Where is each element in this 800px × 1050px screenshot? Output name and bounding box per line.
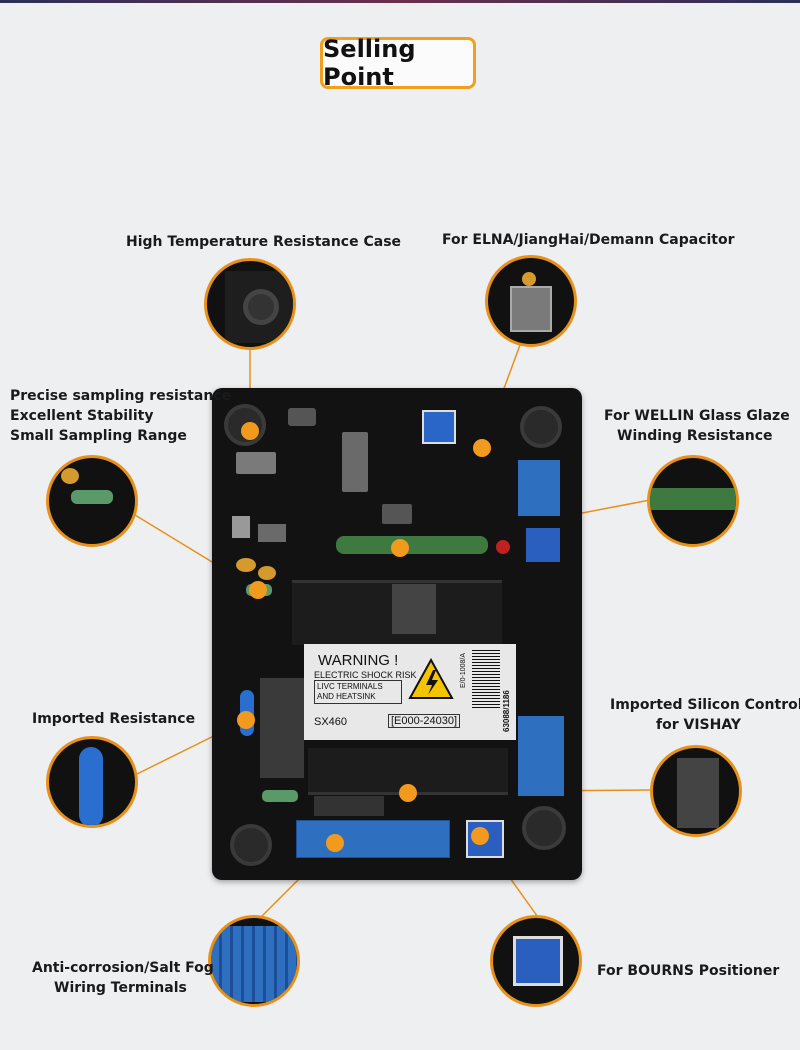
mounting-hole — [520, 406, 562, 448]
zoom-sampling-resistor — [71, 490, 113, 504]
label-sampling-1: Precise sampling resistance — [10, 388, 232, 404]
warning-model: SX460 — [314, 716, 348, 728]
barcode-code: E/0-1008/A — [460, 652, 467, 688]
shock-warning-icon — [408, 658, 454, 699]
zoom-glaze-resistor — [650, 488, 736, 510]
zoom-glaze — [647, 455, 739, 547]
label-glaze-1: For WELLIN Glass Glaze — [604, 408, 790, 424]
component — [236, 452, 276, 474]
circuit-board — [212, 388, 582, 880]
zoom-positioner-part — [513, 936, 563, 986]
label-sampling-2: Excellent Stability — [10, 408, 154, 424]
mounting-hole — [522, 806, 566, 850]
label-positioner: For BOURNS Positioner — [597, 963, 780, 979]
marker-dot-sampling — [249, 581, 267, 599]
top-accent-bar — [0, 0, 800, 3]
component — [526, 528, 560, 562]
component — [382, 504, 412, 524]
label-silicon-2: for VISHAY — [656, 717, 741, 733]
zoom-capacitor-part — [510, 286, 552, 332]
zoom-case — [204, 258, 296, 350]
label-sampling-3: Small Sampling Range — [10, 428, 187, 444]
capacitor — [236, 558, 256, 572]
indicator-led — [496, 540, 510, 554]
label-case: High Temperature Resistance Case — [126, 234, 402, 250]
potentiometer — [422, 410, 456, 444]
zoom-silicon-part — [677, 758, 719, 828]
zoom-sampling-cap — [61, 468, 79, 484]
component — [258, 524, 286, 542]
warning-live-line1: LIVC TERMINALS — [317, 682, 383, 691]
label-resistance: Imported Resistance — [32, 711, 196, 727]
label-silicon-1: Imported Silicon Control — [610, 697, 800, 713]
zoom-terminals-part — [211, 926, 297, 1002]
warning-box: LIVC TERMINALS AND HEATSINK — [314, 680, 402, 704]
warning-heading: WARNING ! — [318, 652, 399, 669]
marker-dot-resistance — [237, 711, 255, 729]
marker-dot-case — [241, 422, 259, 440]
page-title-text: Selling Point — [323, 35, 416, 91]
barcode-serial: 63088/1186 — [502, 690, 511, 732]
component — [314, 796, 384, 816]
component — [288, 408, 316, 426]
zoom-capacitor — [485, 255, 577, 347]
capacitor — [258, 566, 276, 580]
mounting-hole — [230, 824, 272, 866]
marker-dot-capacitor — [473, 439, 491, 457]
wiring-terminals — [296, 820, 450, 858]
zoom-silicon — [650, 745, 742, 837]
warning-shock-text: ELECTRIC SHOCK RISK — [314, 670, 417, 680]
label-capacitor: For ELNA/JiangHai/Demann Capacitor — [442, 232, 735, 248]
zoom-sampling — [46, 455, 138, 547]
marker-dot-glaze — [391, 539, 409, 557]
zoom-resistance — [46, 736, 138, 828]
marker-dot-silicon — [399, 784, 417, 802]
warning-label: WARNING ! ELECTRIC SHOCK RISK LIVC TERMI… — [304, 644, 516, 740]
marker-dot-positioner — [471, 827, 489, 845]
connector-block — [518, 460, 560, 516]
marker-dot-terminals — [326, 834, 344, 852]
zoom-case-hole — [243, 289, 279, 325]
glaze-resistor — [336, 536, 488, 554]
zoom-positioner — [490, 915, 582, 1007]
zoom-resistance-part — [79, 747, 103, 825]
component — [260, 678, 304, 778]
zoom-capacitor-cap — [522, 272, 536, 286]
relay — [342, 432, 368, 492]
zoom-terminals — [208, 915, 300, 1007]
silicon-control — [392, 584, 436, 634]
component — [232, 516, 250, 538]
connector-block — [518, 716, 564, 796]
warning-part-number: [E000-24030] — [388, 714, 461, 728]
warning-live-line2: AND HEATSINK — [317, 692, 376, 701]
page-title: Selling Point — [320, 35, 476, 91]
label-glaze-2: Winding Resistance — [617, 428, 773, 444]
label-terminals-2: Wiring Terminals — [54, 980, 187, 996]
label-terminals-1: Anti-corrosion/Salt Fog — [32, 960, 214, 976]
barcode — [472, 650, 500, 710]
component — [262, 790, 298, 802]
